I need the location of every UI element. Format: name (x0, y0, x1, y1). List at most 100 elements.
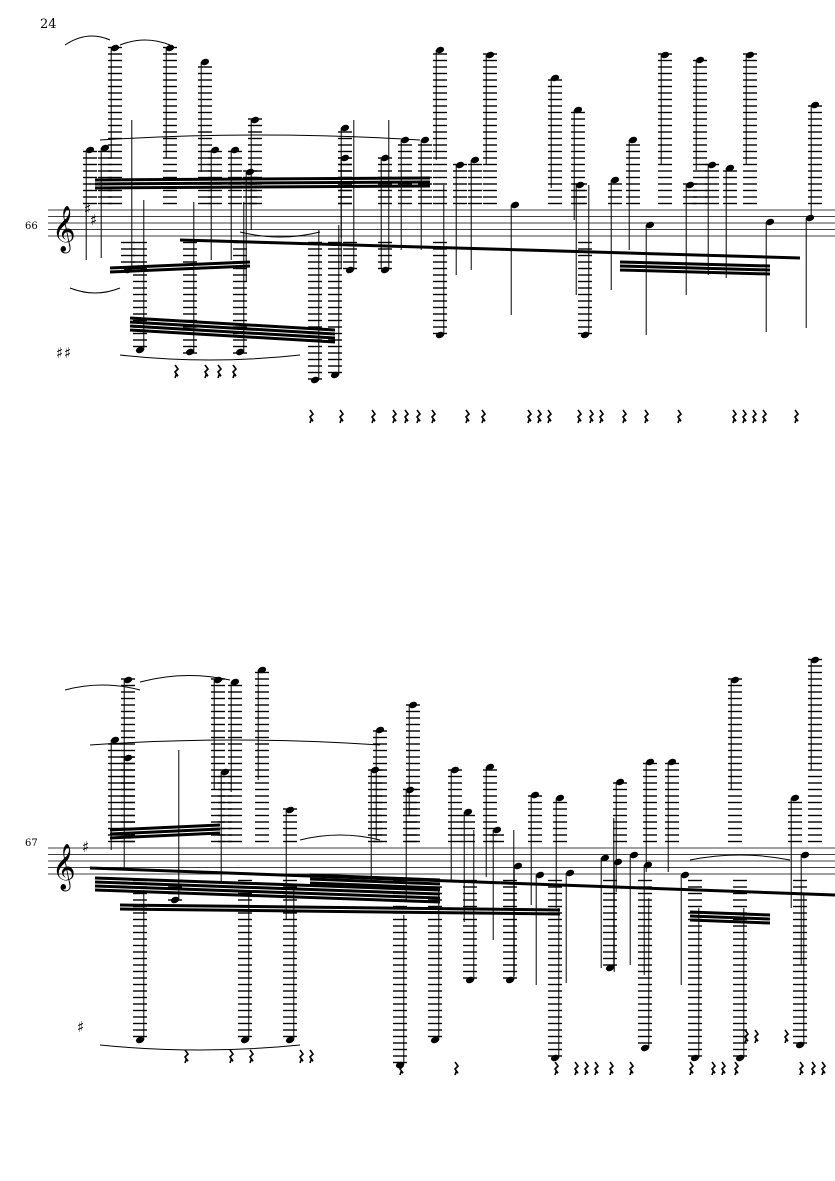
quarter-rest (228, 1049, 235, 1064)
notehead (200, 58, 210, 66)
quarter-rest (298, 1049, 305, 1064)
quarter-rest (793, 409, 800, 424)
beam (89, 866, 835, 897)
quarter-rest (308, 1049, 315, 1064)
slur (64, 684, 141, 691)
notehead (285, 1036, 295, 1044)
slur (89, 739, 381, 746)
notehead (628, 136, 638, 144)
notehead (805, 214, 815, 222)
slur (69, 287, 121, 294)
beam (109, 260, 251, 270)
notehead (555, 794, 565, 802)
quarter-rest (733, 1061, 740, 1076)
slur (689, 854, 791, 861)
quarter-rest (676, 409, 683, 424)
quarter-rest (798, 1061, 805, 1076)
quarter-rest (583, 1061, 590, 1076)
quarter-rest (810, 1061, 817, 1076)
notehead (100, 144, 110, 152)
notehead (330, 371, 340, 379)
quarter-rest (338, 409, 345, 424)
notehead (400, 136, 410, 144)
notehead (430, 1036, 440, 1044)
quarter-rest (576, 409, 583, 424)
beam (119, 903, 561, 912)
slur (119, 354, 301, 361)
quarter-rest (593, 1061, 600, 1076)
beam (619, 268, 771, 276)
notehead (485, 763, 495, 771)
quarter-rest (761, 409, 768, 424)
notehead (420, 136, 430, 144)
quarter-rest (248, 1049, 255, 1064)
notehead (725, 164, 735, 172)
notehead (629, 851, 639, 859)
treble-clef: 𝄞 (52, 844, 76, 892)
beam (94, 184, 431, 190)
quarter-rest (546, 409, 553, 424)
quarter-rest (370, 409, 377, 424)
notehead (613, 858, 623, 866)
slur (119, 39, 171, 46)
quarter-rest (453, 1061, 460, 1076)
notehead (510, 201, 520, 209)
beam (129, 316, 336, 332)
beam (94, 888, 441, 904)
notehead (680, 871, 690, 879)
quarter-rest (688, 1061, 695, 1076)
quarter-rest (628, 1061, 635, 1076)
beam (94, 880, 441, 896)
quarter-rest (391, 409, 398, 424)
quarter-rest (216, 364, 223, 379)
quarter-rest (403, 409, 410, 424)
beam (309, 881, 441, 890)
notehead (257, 666, 267, 674)
beam (94, 180, 431, 186)
beam (689, 910, 771, 917)
notehead (765, 218, 775, 226)
notehead (470, 156, 480, 164)
quarter-rest (464, 409, 471, 424)
beam (109, 831, 221, 840)
notehead (340, 124, 350, 132)
measure-number-67: 67 (25, 838, 38, 849)
quarter-rest (720, 1061, 727, 1076)
quarter-rest (753, 1029, 760, 1044)
slur (99, 1044, 301, 1051)
notehead (800, 851, 810, 859)
quarter-rest (608, 1061, 615, 1076)
beam (109, 827, 221, 836)
measure-number-66: 66 (25, 221, 38, 232)
quarter-rest (751, 409, 758, 424)
sharp-icon: ♯ (90, 211, 97, 229)
notehead (110, 736, 120, 744)
quarter-rest (731, 409, 738, 424)
notehead (135, 1036, 145, 1044)
notehead (230, 678, 240, 686)
quarter-rest (553, 1061, 560, 1076)
quarter-rest (743, 1029, 750, 1044)
notehead (535, 871, 545, 879)
quarter-rest (231, 364, 238, 379)
quarter-rest (203, 364, 210, 379)
quarter-rest (588, 409, 595, 424)
notehead (565, 869, 575, 877)
quarter-rest (643, 409, 650, 424)
beam (94, 876, 441, 892)
notehead (605, 964, 615, 972)
beam (619, 264, 771, 272)
notehead (610, 176, 620, 184)
slur (299, 834, 381, 841)
slur (139, 675, 231, 683)
beam (119, 907, 561, 916)
quarter-rest (480, 409, 487, 424)
notehead (640, 1044, 650, 1052)
notehead (135, 346, 145, 354)
beam (179, 238, 801, 260)
notehead (492, 826, 502, 834)
quarter-rest (430, 409, 437, 424)
beam (94, 884, 441, 900)
quarter-rest (415, 409, 422, 424)
